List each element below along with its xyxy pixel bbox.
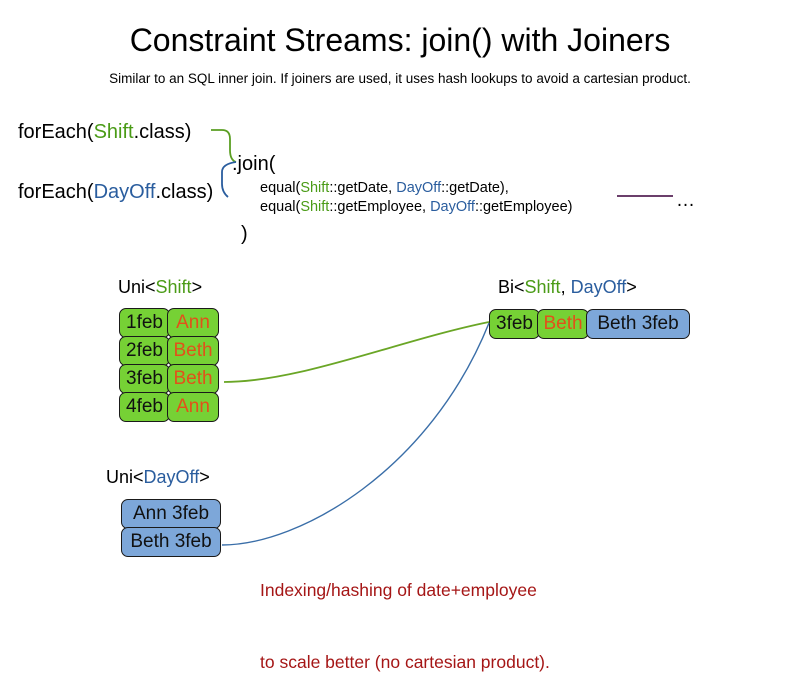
header-uni-shift: Uni<Shift> bbox=[118, 276, 202, 298]
wire-dayoff-to-bi bbox=[221, 322, 490, 546]
header-uni-shift-prefix: Uni< bbox=[118, 277, 156, 297]
code-joiner-1-prefix: equal( bbox=[260, 180, 301, 196]
page-subtitle: Similar to an SQL inner join. If joiners… bbox=[109, 71, 691, 86]
connector-wires bbox=[211, 129, 490, 546]
header-uni-dayoff-prefix: Uni< bbox=[106, 467, 144, 487]
bi-fact-table: 3feb Beth Beth 3feb bbox=[489, 309, 690, 339]
code-foreach-shift: forEach(Shift.class) bbox=[18, 120, 191, 144]
cell-date: 3feb bbox=[119, 364, 170, 394]
annotation-note: Indexing/hashing of date+employee to sca… bbox=[260, 530, 550, 698]
cell-date: 1feb bbox=[119, 308, 170, 338]
cell-employee: Beth bbox=[537, 309, 589, 339]
cell-dayoff: Beth 3feb bbox=[586, 309, 690, 339]
code-foreach-dayoff-suffix: .class) bbox=[155, 181, 214, 203]
cell-employee: Beth bbox=[167, 336, 219, 366]
header-uni-dayoff-type: DayOff bbox=[143, 467, 200, 487]
code-joiner-1-right-type: DayOff bbox=[396, 180, 442, 196]
code-joiner-1-right-method: ::getDate), bbox=[441, 180, 509, 196]
header-bi-prefix: Bi< bbox=[498, 277, 525, 297]
header-uni-shift-suffix: > bbox=[191, 277, 203, 297]
code-join-open: .join( bbox=[232, 153, 276, 175]
page-title: Constraint Streams: join() with Joiners bbox=[129, 22, 671, 58]
cell-employee: Ann bbox=[167, 392, 219, 422]
code-joiner-2-left-method: ::getEmployee, bbox=[329, 199, 431, 215]
code-joiner-equal-date: equal(Shift::getDate, DayOff::getDate), bbox=[260, 179, 509, 198]
code-joiner-1-left-method: ::getDate, bbox=[329, 180, 397, 196]
code-foreach-shift-suffix: .class) bbox=[133, 121, 192, 143]
table-row[interactable]: Beth 3feb bbox=[121, 527, 221, 557]
cell-employee: Beth bbox=[167, 364, 219, 394]
cell-employee: Ann bbox=[167, 308, 219, 338]
header-uni-dayoff-suffix: > bbox=[199, 467, 210, 487]
code-joiner-2-prefix: equal( bbox=[260, 199, 301, 215]
cell-date: 2feb bbox=[119, 336, 170, 366]
header-bi-type-shift: Shift bbox=[524, 277, 561, 297]
code-foreach-dayoff-prefix: forEach( bbox=[18, 181, 94, 203]
header-uni-dayoff: Uni<DayOff> bbox=[106, 466, 210, 488]
code-joiner-1-left-type: Shift bbox=[300, 180, 330, 196]
continuation-ellipsis: … bbox=[676, 190, 695, 211]
code-foreach-dayoff-type: DayOff bbox=[93, 181, 156, 203]
header-bi-suffix: > bbox=[626, 277, 637, 297]
continuation-rule bbox=[617, 195, 673, 197]
uni-dayoff-fact-table: Ann 3feb Beth 3feb bbox=[121, 499, 221, 557]
header-bi-shift-dayoff: Bi<Shift, DayOff> bbox=[498, 276, 637, 298]
wire-shift-to-bi bbox=[223, 321, 490, 383]
code-joiner-2-right-method: ::getEmployee) bbox=[474, 199, 573, 215]
cell-date: 3feb bbox=[489, 309, 540, 339]
code-joiner-2-right-type: DayOff bbox=[430, 199, 475, 215]
code-join-close: ) bbox=[241, 223, 248, 245]
cell-dayoff: Beth 3feb bbox=[121, 527, 221, 557]
code-foreach-shift-type: Shift bbox=[93, 121, 134, 143]
cell-date: 4feb bbox=[119, 392, 170, 422]
uni-shift-fact-table: 1feb Ann 2feb Beth 3feb Beth 4feb Ann bbox=[119, 308, 219, 422]
header-uni-shift-type: Shift bbox=[155, 277, 192, 297]
table-row[interactable]: 3feb Beth bbox=[119, 364, 219, 394]
annotation-line-1: Indexing/hashing of date+employee bbox=[260, 580, 537, 600]
code-joiner-equal-employee: equal(Shift::getEmployee, DayOff::getEmp… bbox=[260, 198, 572, 217]
header-bi-type-dayoff: DayOff bbox=[570, 277, 627, 297]
table-row[interactable]: 4feb Ann bbox=[119, 392, 219, 422]
cell-dayoff: Ann 3feb bbox=[121, 499, 221, 529]
code-joiner-2-left-type: Shift bbox=[300, 199, 330, 215]
header-bi-separator: , bbox=[560, 277, 571, 297]
table-row[interactable]: Ann 3feb bbox=[121, 499, 221, 529]
annotation-line-2: to scale better (no cartesian product). bbox=[260, 652, 550, 672]
code-foreach-dayoff: forEach(DayOff.class) bbox=[18, 180, 213, 204]
table-row[interactable]: 2feb Beth bbox=[119, 336, 219, 366]
table-row[interactable]: 1feb Ann bbox=[119, 308, 219, 338]
code-foreach-shift-prefix: forEach( bbox=[18, 121, 94, 143]
